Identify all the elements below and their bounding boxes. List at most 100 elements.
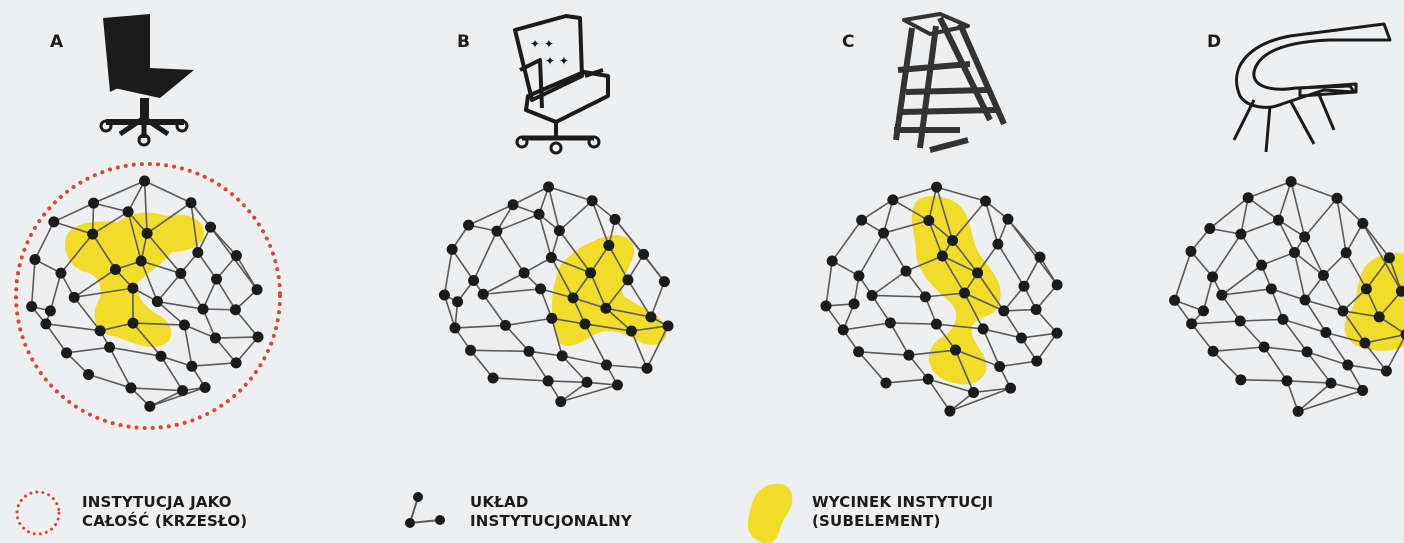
network-edge	[982, 328, 1022, 339]
network-node	[923, 215, 935, 227]
network-node	[1235, 374, 1247, 386]
network-node	[1380, 365, 1392, 377]
network-edge	[550, 257, 574, 299]
network-edge	[927, 378, 951, 412]
network-edge	[191, 362, 237, 368]
network-node	[638, 248, 650, 260]
network-edge	[1211, 233, 1242, 278]
network-node	[545, 252, 557, 264]
network-node	[968, 386, 980, 398]
network-edge	[99, 322, 134, 332]
network-node	[230, 357, 242, 369]
network-node	[523, 345, 535, 357]
network-edge	[976, 243, 999, 274]
network-node	[936, 250, 948, 262]
network-edge	[1303, 236, 1325, 276]
network-edge	[1362, 222, 1391, 259]
network-node	[44, 305, 56, 317]
network-edge	[858, 232, 885, 277]
network-edge	[215, 336, 259, 339]
network-edge	[1239, 320, 1265, 348]
network-node	[853, 270, 865, 282]
network-edge	[127, 211, 142, 262]
highlight-segments	[64, 196, 1404, 385]
network-node	[230, 250, 242, 262]
network-edge	[1221, 288, 1272, 296]
network-node	[919, 291, 931, 303]
network-edge	[825, 260, 833, 307]
network-edge	[234, 309, 259, 338]
network-node	[1289, 246, 1301, 258]
network-edge	[183, 324, 193, 367]
network-edge	[88, 373, 132, 389]
network-node	[837, 324, 849, 336]
network-node	[1395, 285, 1404, 297]
network-node	[1256, 259, 1268, 271]
network-node	[139, 175, 151, 187]
network-node	[1325, 377, 1337, 389]
network-edge	[547, 186, 561, 231]
network-edge	[831, 219, 863, 262]
network-edge	[45, 323, 68, 354]
network-node	[48, 216, 60, 228]
network-node	[972, 267, 984, 279]
network-edge	[584, 323, 608, 366]
network-edge	[964, 292, 1005, 312]
network-b	[438, 181, 674, 408]
network-edge	[551, 317, 586, 325]
network-edge	[889, 322, 910, 356]
legend-network-icon	[405, 492, 445, 528]
network-node	[61, 347, 73, 359]
segment-c	[911, 196, 1001, 385]
network-edge	[512, 186, 549, 206]
network-node	[1357, 384, 1369, 396]
network-node	[601, 359, 613, 371]
network-edge	[157, 300, 204, 310]
network-edge	[1378, 290, 1403, 318]
network-edge	[74, 287, 134, 299]
network-edge	[1240, 219, 1279, 235]
network-node	[1018, 280, 1030, 292]
network-edge	[482, 293, 507, 326]
segment-d	[1344, 252, 1404, 351]
network-node	[209, 332, 221, 344]
network-edge	[1021, 332, 1058, 339]
network-node	[452, 296, 464, 308]
network-edge	[1240, 379, 1288, 382]
network-node	[499, 319, 511, 331]
legend-system-line2: INSTYTUCJONALNY	[470, 512, 632, 530]
network-edge	[955, 349, 1000, 368]
network-edge	[1209, 197, 1249, 230]
network-edge	[143, 180, 148, 234]
network-edge	[180, 273, 204, 310]
network-node	[853, 346, 865, 358]
network-node	[1015, 332, 1027, 344]
network-node	[177, 385, 189, 397]
network-edge	[951, 200, 987, 242]
network-edge	[49, 272, 62, 312]
network-edge	[1290, 180, 1338, 200]
network-edge	[45, 323, 101, 332]
network-node	[1337, 305, 1349, 317]
network-edge	[93, 202, 129, 213]
network-edge	[843, 322, 891, 331]
network-node	[856, 214, 868, 226]
network-edge	[540, 288, 574, 299]
network-node	[1204, 223, 1216, 235]
network-edge	[1240, 318, 1284, 322]
network-node	[1373, 311, 1385, 323]
network-edge	[454, 324, 506, 329]
network-edge	[53, 202, 94, 223]
network-node	[980, 195, 992, 207]
network-node	[94, 325, 106, 337]
network-edge	[1212, 350, 1242, 381]
network-edge	[561, 355, 588, 383]
network-edge	[942, 255, 978, 274]
network-edge	[1286, 380, 1331, 384]
network-edge	[882, 232, 907, 272]
network-edge	[483, 288, 541, 296]
network-edge	[493, 377, 549, 382]
network-node	[199, 381, 211, 393]
network-edge	[156, 272, 182, 303]
network-edge	[156, 300, 185, 326]
